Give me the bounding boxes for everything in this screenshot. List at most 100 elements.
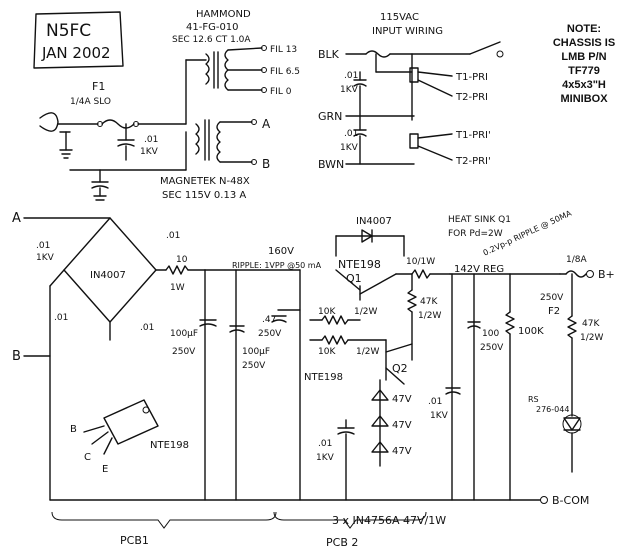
note-line-5: 4x5x3"H bbox=[562, 79, 606, 91]
rled-value: 47K bbox=[582, 319, 600, 329]
fil-13-label: FIL 13 bbox=[270, 45, 297, 55]
input-title-2: INPUT WIRING bbox=[372, 26, 443, 37]
pcb1-label: PCB1 bbox=[120, 534, 149, 547]
bridge-cap-1: .01 bbox=[36, 241, 50, 251]
heatsink-1: HEAT SINK Q1 bbox=[448, 215, 511, 225]
note-line-4: TF779 bbox=[568, 65, 600, 77]
transistor-pinout: B C E NTE198 bbox=[70, 399, 189, 475]
cap-f1-value: .01 bbox=[144, 135, 158, 145]
pinout-part: NTE198 bbox=[150, 440, 189, 451]
pin-e: E bbox=[102, 464, 108, 475]
rb2-power: 1/2W bbox=[356, 347, 379, 357]
date-text: JAN 2002 bbox=[41, 44, 111, 62]
bridge-cap-1v: 1KV bbox=[36, 253, 55, 263]
pri-t1-label: T1-PRI bbox=[455, 72, 488, 83]
r10-1w: 10/1W bbox=[406, 257, 435, 267]
f1-rating: 1/4A SLO bbox=[70, 97, 111, 107]
xfmr1-label-1: HAMMOND bbox=[196, 9, 251, 20]
main-input-a: A bbox=[12, 211, 21, 226]
pri-t1b-label: T1-PRI' bbox=[455, 130, 491, 141]
ripple1-spec: RIPPLE: 1VPP @50 mA bbox=[232, 261, 322, 270]
r100k-label: 100K bbox=[518, 326, 544, 337]
note-line-1: NOTE: bbox=[567, 23, 601, 35]
cap47-value: .47 bbox=[262, 315, 276, 325]
cap01b-voltage: 1KV bbox=[430, 411, 449, 421]
f2-label: F2 bbox=[548, 306, 560, 317]
f2-voltage: 250V bbox=[540, 293, 564, 303]
note-line-3: LMB P/N bbox=[561, 51, 606, 63]
c100-voltage: 250V bbox=[480, 343, 504, 353]
q1-label: Q1 bbox=[346, 272, 362, 285]
cap-f1-voltage: 1KV bbox=[140, 147, 159, 157]
bcom-label: B-COM bbox=[552, 494, 589, 507]
rb2-value: 10K bbox=[318, 347, 336, 357]
q2-part: NTE198 bbox=[304, 372, 343, 383]
note-line-2: CHASSIS IS bbox=[553, 37, 615, 49]
c2-voltage: 250V bbox=[242, 361, 266, 371]
zener-1: 47V bbox=[392, 394, 412, 405]
pcb2-label: PCB 2 bbox=[326, 536, 358, 549]
input-title-1: 115VAC bbox=[380, 12, 419, 23]
rled-power: 1/2W bbox=[580, 333, 603, 343]
main-schematic: A B IN4007 .01 1KV .01 .01 .01 10 1W 100… bbox=[12, 208, 615, 549]
xfmr2-label-1: MAGNETEK N-48X bbox=[160, 176, 250, 187]
cap47-voltage: 250V bbox=[258, 329, 282, 339]
c2-value: 100µF bbox=[242, 347, 270, 357]
title-box: N5FC JAN 2002 bbox=[33, 11, 124, 69]
input-cap1-voltage: 1KV bbox=[340, 85, 359, 95]
rb1-value: 10K bbox=[318, 307, 336, 317]
pri-t2-label: T2-PRI bbox=[455, 92, 488, 103]
c1-voltage: 250V bbox=[172, 347, 196, 357]
ripple1-voltage: 160V bbox=[268, 246, 294, 257]
led-label-1: RS bbox=[528, 395, 539, 404]
chassis-note: NOTE: CHASSIS IS LMB P/N TF779 4x5x3"H M… bbox=[553, 23, 615, 105]
fil-0-label: FIL 0 bbox=[270, 87, 292, 97]
cap01a-voltage: 1KV bbox=[316, 453, 335, 463]
out-b-label: B bbox=[262, 157, 270, 171]
input-wiring-section: 115VAC INPUT WIRING BLK GRN BWN .01 1KV … bbox=[318, 12, 504, 171]
f2-rating: 1/8A bbox=[566, 255, 587, 265]
r1-power: 1W bbox=[170, 283, 185, 293]
cap01a-value: .01 bbox=[318, 439, 332, 449]
led-label-2: 276-044 bbox=[536, 405, 569, 414]
reg-label: 142V REG bbox=[454, 264, 504, 275]
xfmr1-label-3: SEC 12.6 CT 1.0A bbox=[172, 35, 251, 45]
f1-label: F1 bbox=[92, 80, 105, 93]
cap01b-value: .01 bbox=[428, 397, 442, 407]
wire-grn-label: GRN bbox=[318, 110, 342, 123]
heatsink-2: FOR Pd=2W bbox=[448, 229, 503, 239]
input-cap1-value: .01 bbox=[344, 71, 358, 81]
out-a-label: A bbox=[262, 117, 271, 131]
wire-blk-label: BLK bbox=[318, 48, 340, 61]
c1-value: 100µF bbox=[170, 329, 198, 339]
zener-3: 47V bbox=[392, 446, 412, 457]
bridge-label: IN4007 bbox=[90, 270, 126, 281]
q2-label: Q2 bbox=[392, 362, 408, 375]
xfmr2-label-2: SEC 115V 0.13 A bbox=[162, 190, 246, 201]
input-cap2-voltage: 1KV bbox=[340, 143, 359, 153]
r1-value: 10 bbox=[176, 255, 188, 265]
zener-2: 47V bbox=[392, 420, 412, 431]
r47k-power: 1/2W bbox=[418, 311, 441, 321]
bridge-cap-3: .01 bbox=[54, 313, 68, 323]
pin-c: C bbox=[84, 452, 91, 463]
pin-b: B bbox=[70, 424, 77, 435]
wire-bwn-label: BWN bbox=[318, 158, 344, 171]
bridge-cap-2: .01 bbox=[166, 231, 180, 241]
bplus-label: B+ bbox=[598, 268, 615, 281]
fil-65-label: FIL 6.5 bbox=[270, 67, 300, 77]
transformer-section: HAMMOND 41-FG-010 SEC 12.6 CT 1.0A FIL 1… bbox=[39, 9, 300, 201]
input-cap2-value: .01 bbox=[344, 129, 358, 139]
bridge-cap-4: .01 bbox=[140, 323, 154, 333]
q1-part: NTE198 bbox=[338, 258, 381, 271]
r47k-value: 47K bbox=[420, 297, 438, 307]
diode-label: IN4007 bbox=[356, 216, 392, 227]
pri-t2b-label: T2-PRI' bbox=[455, 156, 491, 167]
c100-value: 100 bbox=[482, 329, 499, 339]
rb1-power: 1/2W bbox=[354, 307, 377, 317]
callsign-text: N5FC bbox=[46, 21, 91, 41]
note-line-6: MINIBOX bbox=[560, 93, 608, 105]
main-input-b: B bbox=[12, 349, 21, 364]
